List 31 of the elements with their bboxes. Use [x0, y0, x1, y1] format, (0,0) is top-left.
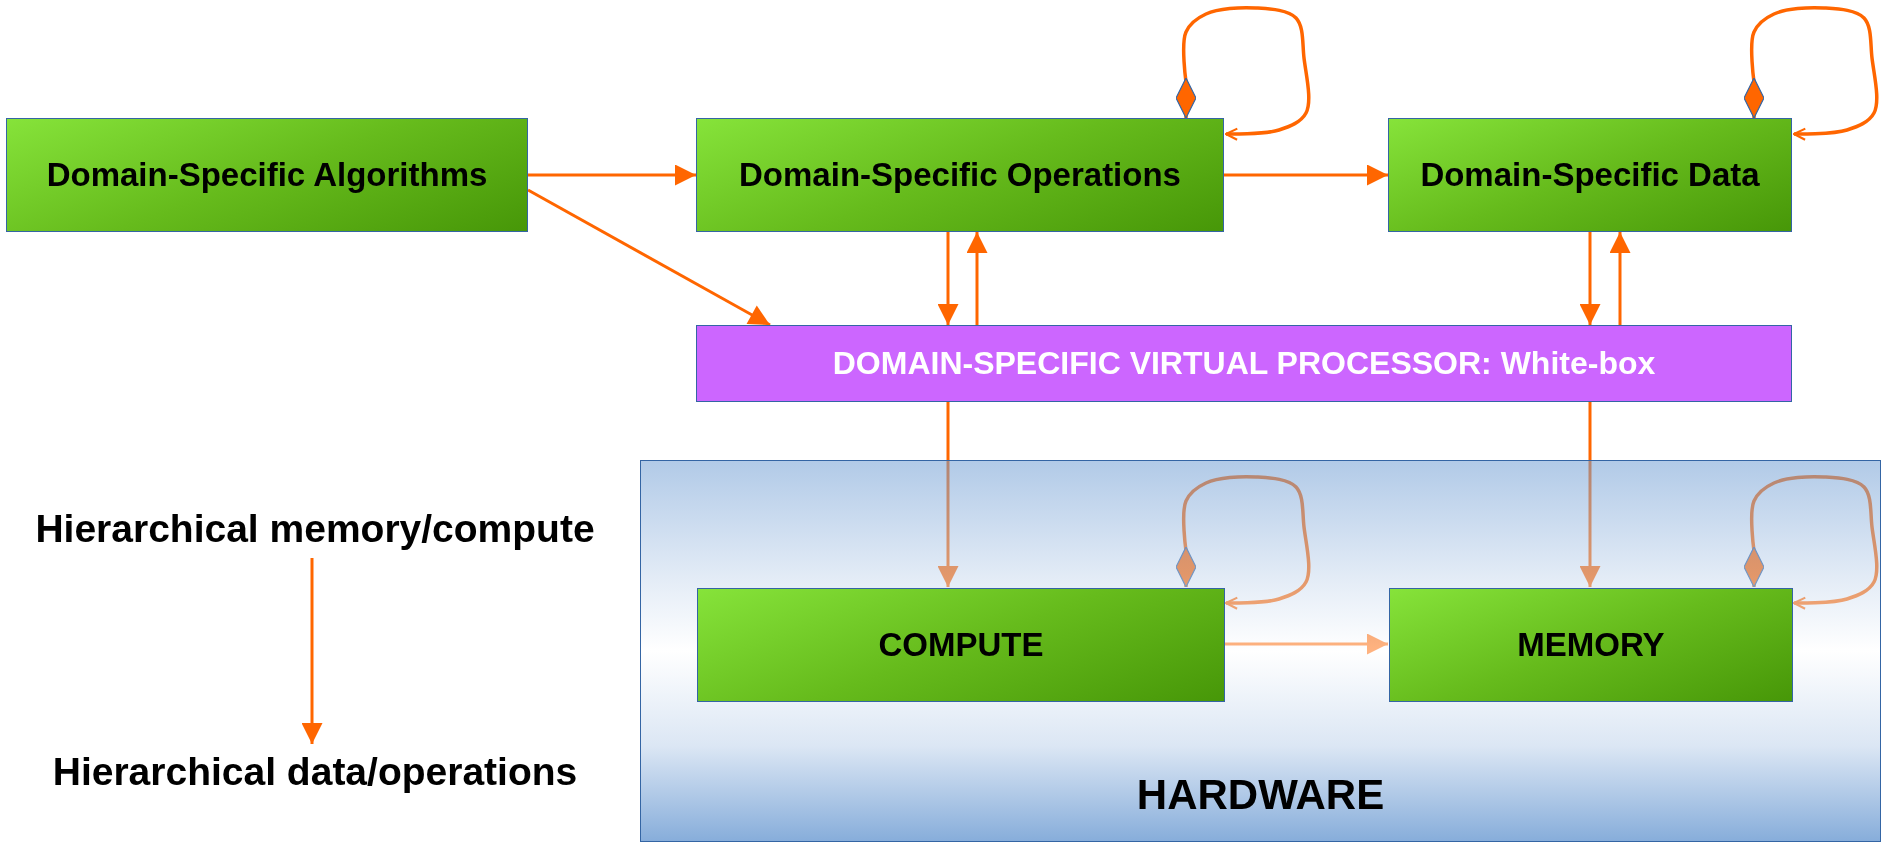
arrow: [301, 558, 323, 744]
box-label: Domain-Specific Operations: [739, 156, 1181, 194]
box-label: Domain-Specific Algorithms: [46, 156, 488, 194]
arrow: [1579, 232, 1601, 325]
arrow: [1609, 232, 1631, 325]
self-loop-arrow: [1175, 5, 1311, 141]
node-label: Hierarchical data/operations: [52, 750, 578, 794]
hardware-panel: [640, 460, 1881, 842]
node-label: Hierarchical memory/compute: [35, 507, 595, 551]
box-label: MEMORY: [1517, 626, 1665, 664]
process-box: [6, 118, 528, 232]
process-box: [1389, 588, 1793, 702]
arrow: [966, 232, 988, 325]
self-loop-arrow: [1743, 474, 1879, 610]
processor-bar: [696, 325, 1792, 402]
panel-title: HARDWARE: [1135, 771, 1386, 819]
arrow: [937, 402, 959, 587]
arrow: [1224, 164, 1388, 186]
self-loop-arrow: [1175, 474, 1311, 610]
self-loop-arrow: [1743, 5, 1879, 141]
arrow: [1579, 402, 1601, 587]
arrow: [528, 164, 696, 186]
arrow: [527, 188, 771, 327]
arrow: [1224, 633, 1388, 655]
box-label: Domain-Specific Data: [1420, 156, 1760, 194]
process-box: [697, 588, 1225, 702]
box-label: DOMAIN-SPECIFIC VIRTUAL PROCESSOR: White-box: [832, 345, 1656, 382]
process-box: [1388, 118, 1792, 232]
arrow: [937, 232, 959, 325]
box-label: COMPUTE: [878, 626, 1044, 664]
process-box: [696, 118, 1224, 232]
